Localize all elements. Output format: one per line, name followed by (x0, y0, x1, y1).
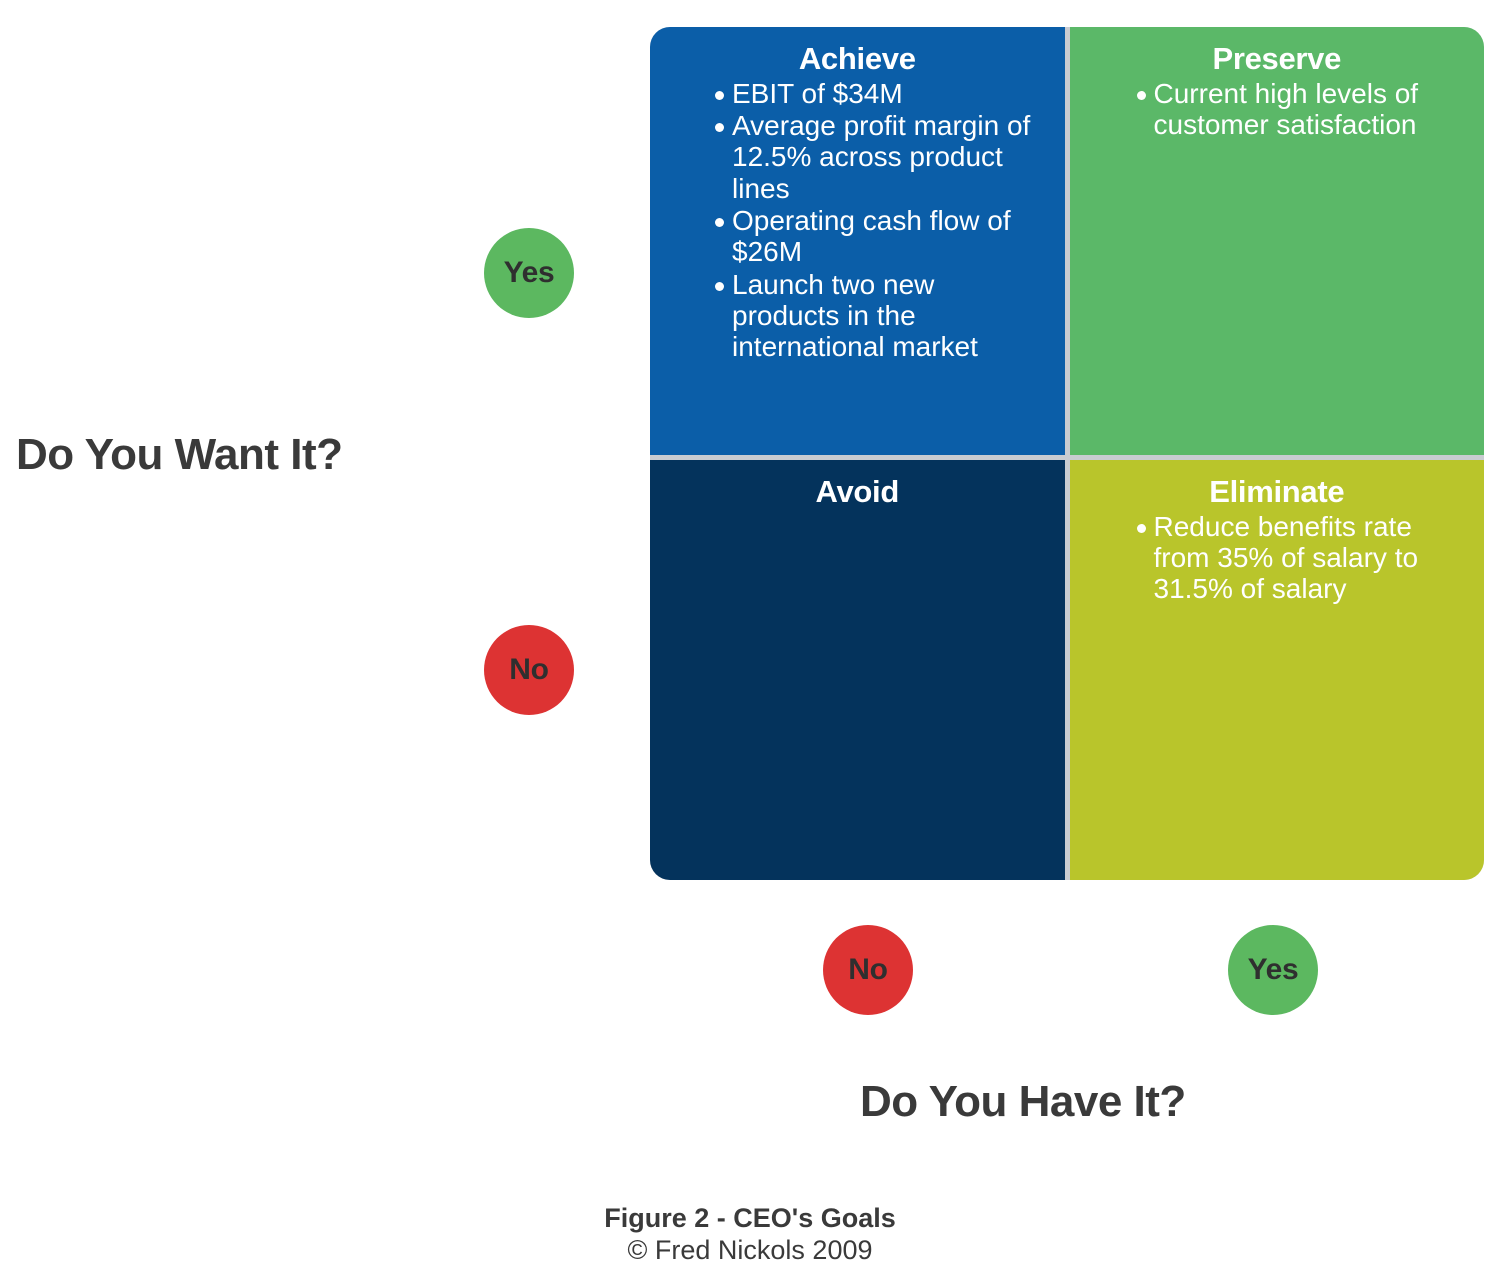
list-item: Average profit margin of 12.5% across pr… (715, 110, 1047, 204)
list-item: Launch two new products in the internati… (715, 269, 1047, 363)
quadrant-eliminate-title: Eliminate (1209, 474, 1345, 509)
vertical-axis-marker-yes: Yes (484, 228, 574, 318)
quadrant-avoid-title: Avoid (815, 474, 900, 509)
quadrant-achieve-list: EBIT of $34M Average profit margin of 12… (668, 78, 1047, 363)
quadrant-preserve-title: Preserve (1212, 41, 1342, 76)
list-item: Reduce benefits rate from 35% of salary … (1136, 511, 1467, 605)
list-item: Current high levels of customer satisfac… (1136, 78, 1467, 141)
quadrant-achieve-title: Achieve (798, 41, 916, 76)
list-item: Operating cash flow of $26M (715, 205, 1047, 268)
list-item: EBIT of $34M (715, 78, 1047, 109)
quadrant-achieve: Achieve EBIT of $34M Average profit marg… (650, 27, 1065, 455)
horizontal-axis-marker-yes: Yes (1228, 925, 1318, 1015)
figure-caption: Figure 2 - CEO's Goals © Fred Nickols 20… (0, 1203, 1500, 1267)
vertical-axis-marker-no: No (484, 625, 574, 715)
figure-caption-title: Figure 2 - CEO's Goals (604, 1203, 896, 1233)
horizontal-axis-marker-no: No (823, 925, 913, 1015)
quadrant-preserve-list: Current high levels of customer satisfac… (1088, 78, 1467, 141)
quadrant-avoid: Avoid (650, 460, 1065, 880)
vertical-axis-title: Do You Want It? (16, 430, 343, 479)
quadrant-eliminate-list: Reduce benefits rate from 35% of salary … (1088, 511, 1467, 605)
two-by-two-matrix: Achieve EBIT of $34M Average profit marg… (650, 27, 1484, 880)
figure-caption-copyright: © Fred Nickols 2009 (627, 1234, 873, 1265)
quadrant-eliminate: Eliminate Reduce benefits rate from 35% … (1069, 460, 1484, 880)
horizontal-axis-title: Do You Have It? (860, 1077, 1186, 1126)
quadrant-preserve: Preserve Current high levels of customer… (1069, 27, 1484, 455)
